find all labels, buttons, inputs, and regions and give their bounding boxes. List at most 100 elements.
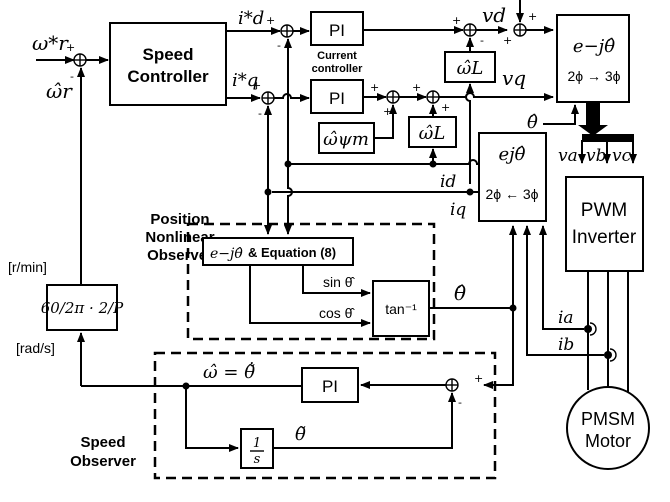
omega-l-bottom-block — [408, 116, 457, 148]
sensor-ib-arc — [609, 348, 617, 362]
pi-d-block — [310, 11, 364, 46]
sin-line — [302, 265, 371, 297]
integrator-num: 1 — [253, 436, 261, 451]
inverse-park-block — [556, 14, 630, 103]
theta-hat-out-label: θ̂ — [454, 281, 466, 305]
gain-block — [46, 284, 118, 331]
sign-plus: + — [452, 14, 461, 27]
omega-to-integrator-line — [185, 386, 239, 452]
theta-tilde-line — [273, 392, 456, 449]
omega-eq-label: ω̂ = θ̃̇ — [203, 360, 255, 383]
sum-junction-theta — [445, 378, 459, 392]
pi-d-label: PI — [329, 21, 345, 40]
vb-label: vb — [586, 146, 607, 166]
sign-plus: + — [474, 372, 483, 385]
sum-junction-vd1 — [463, 23, 477, 37]
omega-hat-label: ω̂r — [46, 79, 73, 103]
id-line — [289, 159, 479, 165]
rpm-unit-label: [r/min] — [8, 259, 47, 275]
iq-label: iq — [450, 200, 466, 220]
theta-hat-to-speed-obs — [483, 308, 514, 389]
pmsm-motor — [566, 386, 650, 470]
omega-psi-label: ω̂ψm — [323, 129, 369, 150]
bus-bar — [582, 134, 634, 142]
rads-unit-label: [rad/s] — [16, 340, 55, 356]
sin-label: sin θ̂ — [323, 274, 356, 290]
motor-label: Motor — [585, 431, 631, 451]
theta-tilde-label: θ̃ — [295, 424, 306, 445]
equation-label: & Equation (8) — [248, 245, 336, 260]
sign-plus: + — [441, 101, 450, 114]
thick-arrow-icon — [578, 103, 608, 136]
theta-hat-label: θ̂ — [527, 112, 538, 133]
cos-line — [249, 265, 371, 327]
sign-minus: - — [480, 34, 484, 47]
position-observer-label: Position — [150, 211, 209, 228]
speed-observer-label: Speed — [80, 434, 125, 451]
inverse-park-label: e−jθ̂ — [573, 36, 615, 57]
vc-label: vc — [612, 146, 632, 166]
sign-plus: + — [252, 79, 261, 92]
id-ref-label: i*d — [238, 8, 264, 29]
va-label: va — [558, 146, 578, 166]
omega-l-bottom-label: ω̂L — [419, 123, 446, 144]
omega-l-top-label: ω̂L — [457, 58, 484, 79]
atan-label: tan⁻¹ — [385, 301, 417, 317]
sign-minus: - — [258, 107, 262, 120]
speed-controller-label: Controller — [127, 67, 209, 86]
park-label: ejθ̂ — [498, 144, 525, 165]
sign-plus: + — [370, 81, 379, 94]
sign-minus: - — [458, 396, 462, 409]
vq-label: vq — [502, 66, 526, 90]
equation-block — [202, 237, 354, 266]
pi-speed-block — [301, 367, 359, 403]
ia-line — [539, 225, 584, 330]
junction-dot — [429, 160, 437, 168]
cos-label: cos θ̂ — [319, 305, 355, 321]
sign-minus: - — [70, 70, 74, 83]
line-omega-psi — [374, 104, 397, 139]
park-block — [478, 132, 547, 222]
sign-plus: + — [66, 41, 75, 54]
sign-plus: + — [266, 14, 275, 27]
theta-to-inv-park — [543, 104, 579, 125]
speed-controller-block — [109, 22, 227, 106]
speed-observer-group — [153, 351, 497, 480]
sum-junction-vq2 — [426, 90, 440, 104]
ib-label: ib — [558, 335, 574, 355]
sign-plus: + — [412, 81, 421, 94]
pwm-inverter-block — [565, 176, 644, 272]
line-iq-to-omega-l — [465, 83, 474, 184]
sum-junction-id — [280, 24, 294, 38]
pi-speed-label: PI — [322, 377, 338, 396]
equation-math: e−jθ̂ — [210, 246, 243, 262]
omega-l-top-block — [444, 51, 496, 83]
sum-junction-vd2 — [513, 23, 527, 37]
ia-label: ia — [558, 308, 574, 328]
pi-q-label: PI — [329, 89, 345, 108]
sign-minus: - — [277, 39, 281, 52]
position-observer-label: Nonlinear — [145, 229, 214, 246]
current-controller-label: controller — [312, 63, 363, 75]
sum-junction-iq — [261, 91, 275, 105]
sum-junction-vq1 — [386, 90, 400, 104]
gain-label: 60/2π · 2/P — [41, 299, 124, 317]
sensor-ia-arc — [589, 322, 597, 336]
id-label: id — [440, 172, 456, 192]
ib-line — [523, 225, 604, 356]
omega-ref-label: ω*r — [32, 31, 69, 55]
sign-plus: + — [528, 10, 537, 23]
speed-controller-label: Speed — [142, 45, 193, 64]
sign-plus: + — [503, 34, 512, 47]
sensor-ia — [584, 325, 592, 333]
id-to-observer-line — [284, 164, 293, 235]
position-observer-group — [186, 222, 436, 341]
speed-observer-label: Observer — [70, 453, 136, 470]
position-observer-label: Observer — [147, 247, 213, 264]
current-controller-label: Current — [317, 50, 357, 62]
sensor-ib — [604, 351, 612, 359]
vq-line — [439, 92, 554, 101]
integrator-den: s — [254, 452, 261, 467]
